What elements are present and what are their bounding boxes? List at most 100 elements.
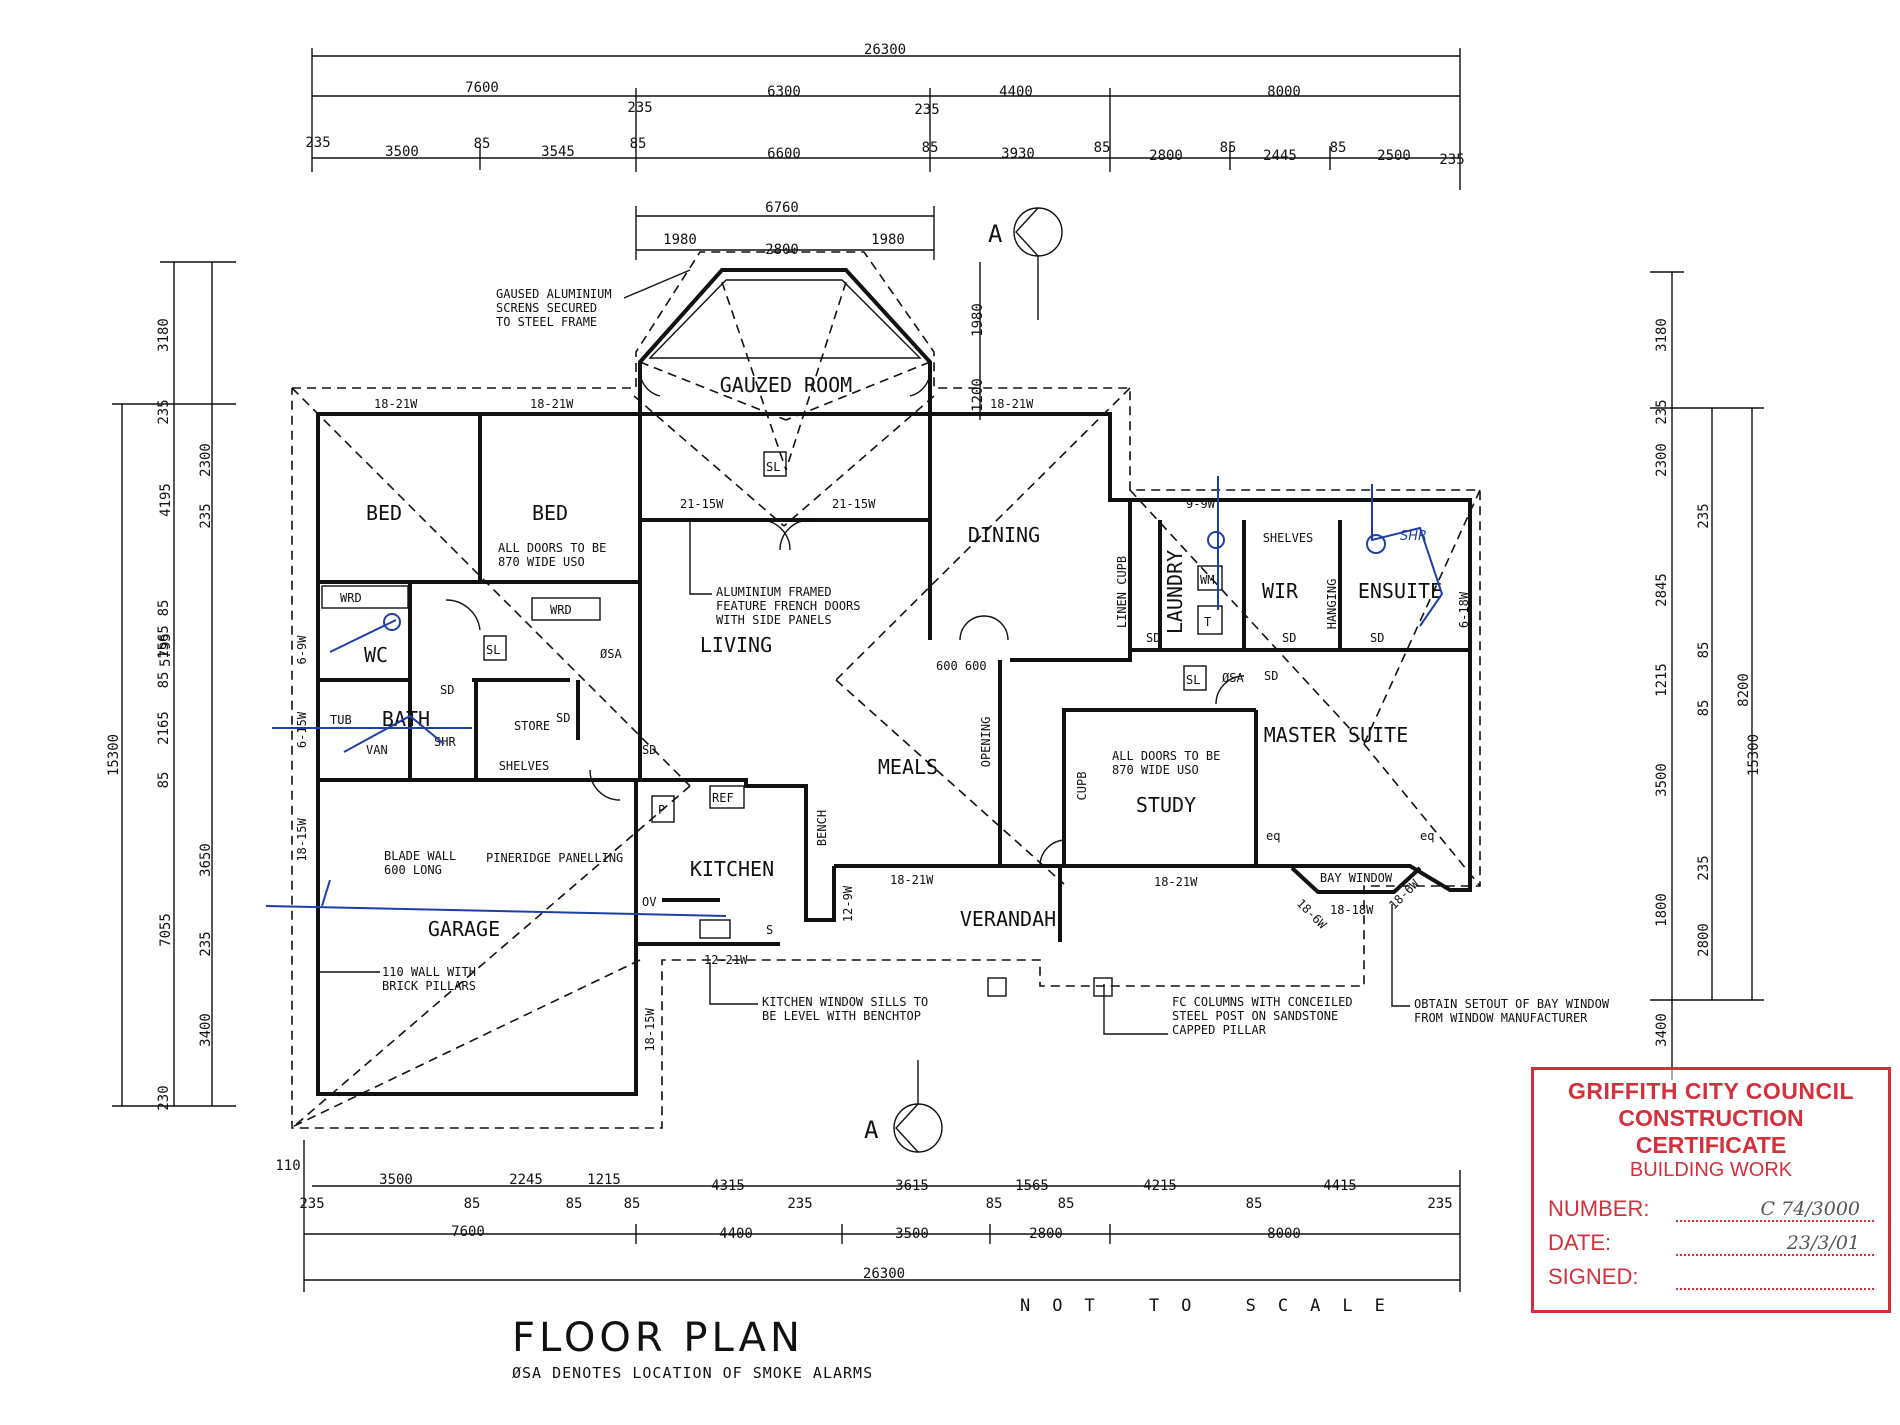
dim-right-c2-5: 85 [1696,642,1712,659]
dim-bot-3: 1215 [587,1172,621,1188]
window-21-15-a: 21-15W [680,497,724,511]
door-width-600: 600 600 [936,659,987,673]
note-screens-1: GAUSED ALUMINIUM [496,287,612,301]
top-dimensions: 26300 7600 6300 4400 8000 235 235 235 35… [305,42,1465,190]
dim-r3-7: 3930 [1001,146,1035,162]
room-gazebo: GAUZED ROOM [720,373,852,397]
dim-right-c1b: 2800 [1696,923,1712,957]
room-meals: MEALS [878,755,938,779]
kitchen-bench-label: BENCH [815,810,829,846]
dim-left-overall: 15300 [106,734,122,776]
dim-right-c2-4: 2845 [1654,573,1670,607]
room-bed-1: BED [366,501,402,525]
washing-machine: WM [1200,573,1214,587]
dim-right-c2-2: 2300 [1654,443,1670,477]
dim-bot-1: 3500 [379,1172,413,1188]
dim-left-c2-2: 2300 [198,443,214,477]
stamp-building-work: BUILDING WORK [1629,1159,1793,1181]
note-doors1-1: ALL DOORS TO BE [498,541,606,555]
dim-r3-10: 85 [1220,140,1237,156]
note-screens-2: SCRENS SECURED [496,301,597,315]
fixture-labels: WRD WRD SD SD SD SD SD SD SD ØSA ØSA SL … [321,565,1434,939]
dim-right-c1a: 8200 [1736,673,1752,707]
window-12-21-kitchen: 12-21W [704,953,748,967]
dim-bs-2: 85 [566,1196,583,1212]
window-6-9: 6-9W [295,635,309,665]
dim-r3-13: 2500 [1377,148,1411,164]
dim-bot-0: 110 [275,1158,300,1174]
sliding-door-5: SD [1146,631,1160,645]
window-18-15-garage-side: 18-15W [643,1008,657,1052]
dim-left-c2-6: 85 [156,672,172,689]
stamp-signed-value [1676,1266,1874,1290]
dim-left-c1b: 5795 [158,633,174,667]
dim-gz-side1: 1980 [970,303,986,337]
dim-right-c2-0: 3180 [1654,318,1670,352]
stamp-signed-label: SIGNED: [1548,1264,1639,1289]
dim-right-c2-7: 85 [1696,700,1712,717]
skylight-hall: SL [486,643,500,657]
refrigerator: REF [712,791,734,805]
room-wir: WIR [1262,579,1299,603]
dim-top-d: 8000 [1267,84,1301,100]
dim-bot-8: 4415 [1323,1178,1357,1194]
section-label-top: A [988,220,1003,248]
dim-top-b: 6300 [767,84,801,100]
dim-bs-3: 85 [624,1196,641,1212]
dim-gz-1: 1980 [663,232,697,248]
sliding-door-7: SD [1264,669,1278,683]
sliding-door-4: SD [1282,631,1296,645]
room-study: STUDY [1136,793,1196,817]
drawing-subtitle: ØSA DENOTES LOCATION OF SMOKE ALARMS [512,1364,874,1382]
wardrobe-2: WRD [550,603,572,617]
stamp-number-value: C 74/3000 [1676,1198,1874,1222]
dim-bs-4: 235 [787,1196,812,1212]
dim-bs-6: 85 [1058,1196,1075,1212]
sliding-door-3: SD [642,743,656,757]
right-dimensions: 3180 235 2300 235 2845 85 1215 85 3500 2… [1650,271,1764,1080]
note-french-3: WITH SIDE PANELS [716,613,832,627]
dim-r3-0: 235 [305,135,330,151]
dim-b2-3: 2800 [1029,1226,1063,1242]
room-kitchen: KITCHEN [690,857,774,881]
dim-left-c2-8: 85 [156,772,172,789]
dim-bs-8: 235 [1427,1196,1452,1212]
window-18-21-verandah: 18-21W [890,873,934,887]
sliding-door-6: SD [1370,631,1384,645]
dim-bs-0: 235 [299,1196,324,1212]
dim-left-c2-12: 230 [156,1085,172,1110]
note-blade-1: BLADE WALL [384,849,456,863]
room-living: LIVING [700,633,772,657]
sliding-door-2: SD [556,711,570,725]
window-21-15-b: 21-15W [832,497,876,511]
stamp-number-label: NUMBER: [1548,1196,1650,1221]
stamp-number-row: NUMBER: C 74/3000 [1548,1196,1874,1222]
window-18-21-bed1: 18-21W [374,397,418,411]
dim-right-c2-10: 1800 [1654,893,1670,927]
window-9-9: 9-9W [1186,497,1216,511]
dim-top-overall: 26300 [864,42,906,58]
room-linen-cupboard: LINEN CUPB [1115,556,1129,628]
window-12-9: 12-9W [841,885,855,922]
dim-left-c1c: 7055 [158,913,174,947]
dim-top-s2: 235 [914,102,939,118]
room-wc: WC [364,643,388,667]
dim-left-c1a: 4195 [158,483,174,517]
section-label-bottom: A [864,1116,879,1144]
vanity: VAN [366,743,388,757]
opening-label: OPENING [979,717,993,768]
stamp-date-value: 23/3/01 [1676,1232,1874,1256]
dim-bs-5: 85 [986,1196,1003,1212]
stamp-signed-row: SIGNED: [1548,1264,1874,1290]
section-marker-bottom: A [864,1060,943,1153]
markup-shower: SHR [1400,529,1427,544]
dim-b2-1: 4400 [719,1226,753,1242]
stamp-date-row: DATE: 23/3/01 [1548,1230,1874,1256]
room-bed-2: BED [532,501,568,525]
dim-r3-1: 3500 [385,144,419,160]
laundry-tub: T [1204,615,1211,629]
council-certificate-stamp: GRIFFITH CITY COUNCIL CONSTRUCTION CERTI… [1531,1067,1891,1313]
dim-gz-3: 1980 [871,232,905,248]
bottom-dimensions: 110 3500 2245 1215 4315 3615 1565 4215 4… [275,1140,1461,1292]
note-brick-1: 110 WALL WITH [382,965,476,979]
